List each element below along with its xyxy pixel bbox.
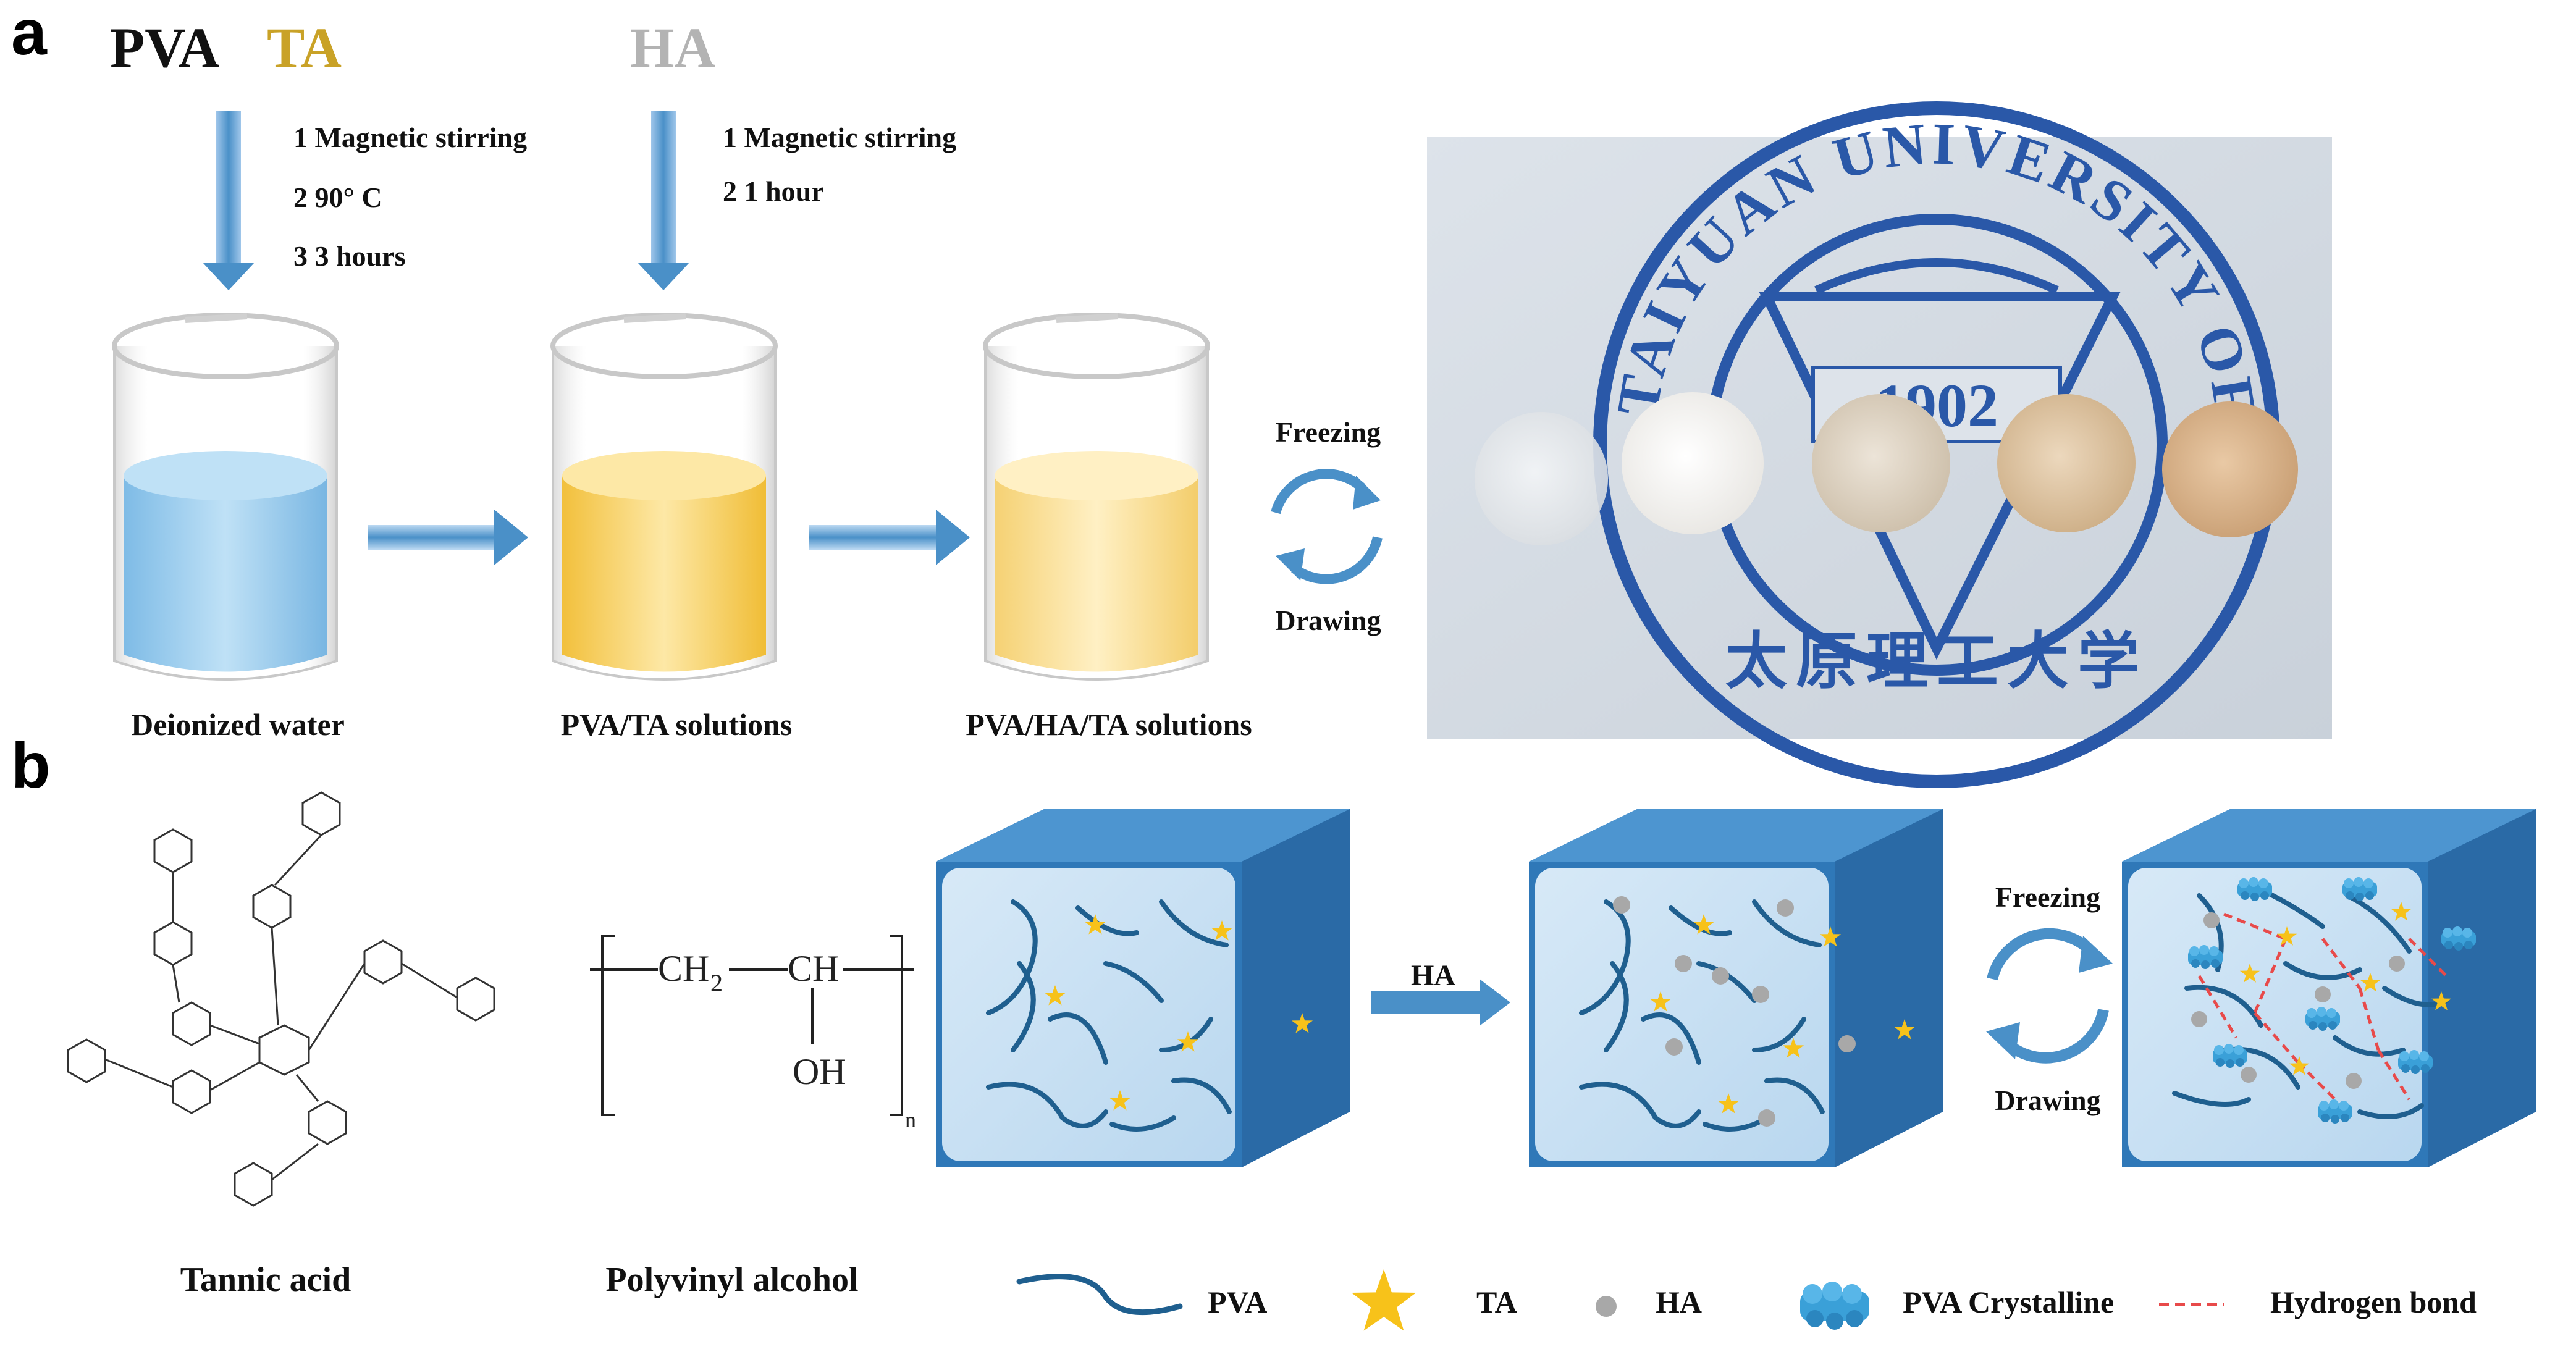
ta-label: TA xyxy=(267,16,342,79)
legend-crystalline-label: PVA Crystalline xyxy=(1903,1285,2114,1319)
panel-b-letter: b xyxy=(11,730,51,802)
beaker-label-2: PVA/TA solutions xyxy=(561,707,793,742)
beaker-pva-ta xyxy=(550,313,778,681)
hydrogel-cube-pva-ta xyxy=(936,809,1350,1167)
hydrogel-disk-2 xyxy=(1622,392,1764,534)
right-arrow-2 xyxy=(809,510,970,565)
seal-chinese-text: 太原理工大学 xyxy=(1725,628,2148,696)
legend: PVA TA HA PVA Crystalline Hydrogen bond xyxy=(1016,1269,2477,1331)
cycle-a-drawing: Drawing xyxy=(1275,605,1381,636)
legend-ta-label: TA xyxy=(1476,1285,1517,1319)
legend-hbond-label: Hydrogen bond xyxy=(2270,1285,2477,1319)
legend-ta-swatch xyxy=(1351,1269,1416,1331)
polyvinyl-alcohol-label: Polyvinyl alcohol xyxy=(605,1261,858,1299)
step2-line1: 1 Magnetic stirring xyxy=(723,122,956,153)
right-arrow-1 xyxy=(368,510,528,565)
step2-line2: 2 1 hour xyxy=(723,175,824,207)
formula-ch2: CH xyxy=(658,948,709,989)
ha-arrow-label: HA xyxy=(1411,959,1455,992)
legend-ha-swatch xyxy=(1596,1296,1617,1317)
beaker-label-1: Deionized water xyxy=(131,707,345,742)
hydrogel-disk-3 xyxy=(1812,394,1950,532)
step1-line1: 1 Magnetic stirring xyxy=(293,122,527,153)
down-arrow-1 xyxy=(203,111,255,290)
down-arrow-2 xyxy=(638,111,689,290)
cycle-arrows-b xyxy=(1987,928,2109,1064)
step1-line3: 3 3 hours xyxy=(293,240,405,272)
ha-label: HA xyxy=(630,16,715,79)
panel-a-letter: a xyxy=(11,0,48,69)
step1-line2: 2 90° C xyxy=(293,182,382,213)
beaker-pva-ha-ta xyxy=(983,313,1210,681)
cycle-b-freezing: Freezing xyxy=(1995,881,2100,913)
tannic-acid-structure xyxy=(67,791,495,1207)
formula-n: n xyxy=(905,1107,916,1132)
formula-ch2-subscript: 2 xyxy=(710,969,723,997)
tannic-acid-label: Tannic acid xyxy=(180,1261,351,1299)
ha-arrow xyxy=(1371,979,1510,1026)
legend-ha-label: HA xyxy=(1656,1285,1702,1319)
beaker-deionized-water xyxy=(112,313,339,681)
hydrogel-disk-5 xyxy=(2162,401,2298,537)
legend-crystalline-swatch xyxy=(1800,1282,1869,1330)
legend-pva-swatch xyxy=(1016,1274,1183,1316)
pva-formula: CH 2 CH OH n xyxy=(590,935,916,1132)
hydrogel-cube-crosslinked xyxy=(2122,809,2536,1167)
pva-label: PVA xyxy=(110,16,219,79)
hydrogel-cube-pva-ha-ta xyxy=(1529,809,1943,1167)
formula-ch: CH xyxy=(788,948,839,989)
legend-pva-label: PVA xyxy=(1208,1285,1267,1319)
cycle-b-drawing: Drawing xyxy=(1995,1085,2100,1116)
cycle-a-freezing: Freezing xyxy=(1276,416,1381,448)
cycle-arrows-a xyxy=(1271,469,1383,584)
beaker-label-3: PVA/HA/TA solutions xyxy=(966,707,1252,742)
formula-oh: OH xyxy=(793,1051,846,1092)
hydrogel-disk-4 xyxy=(1997,394,2136,532)
hydrogel-disk-1 xyxy=(1475,412,1608,545)
